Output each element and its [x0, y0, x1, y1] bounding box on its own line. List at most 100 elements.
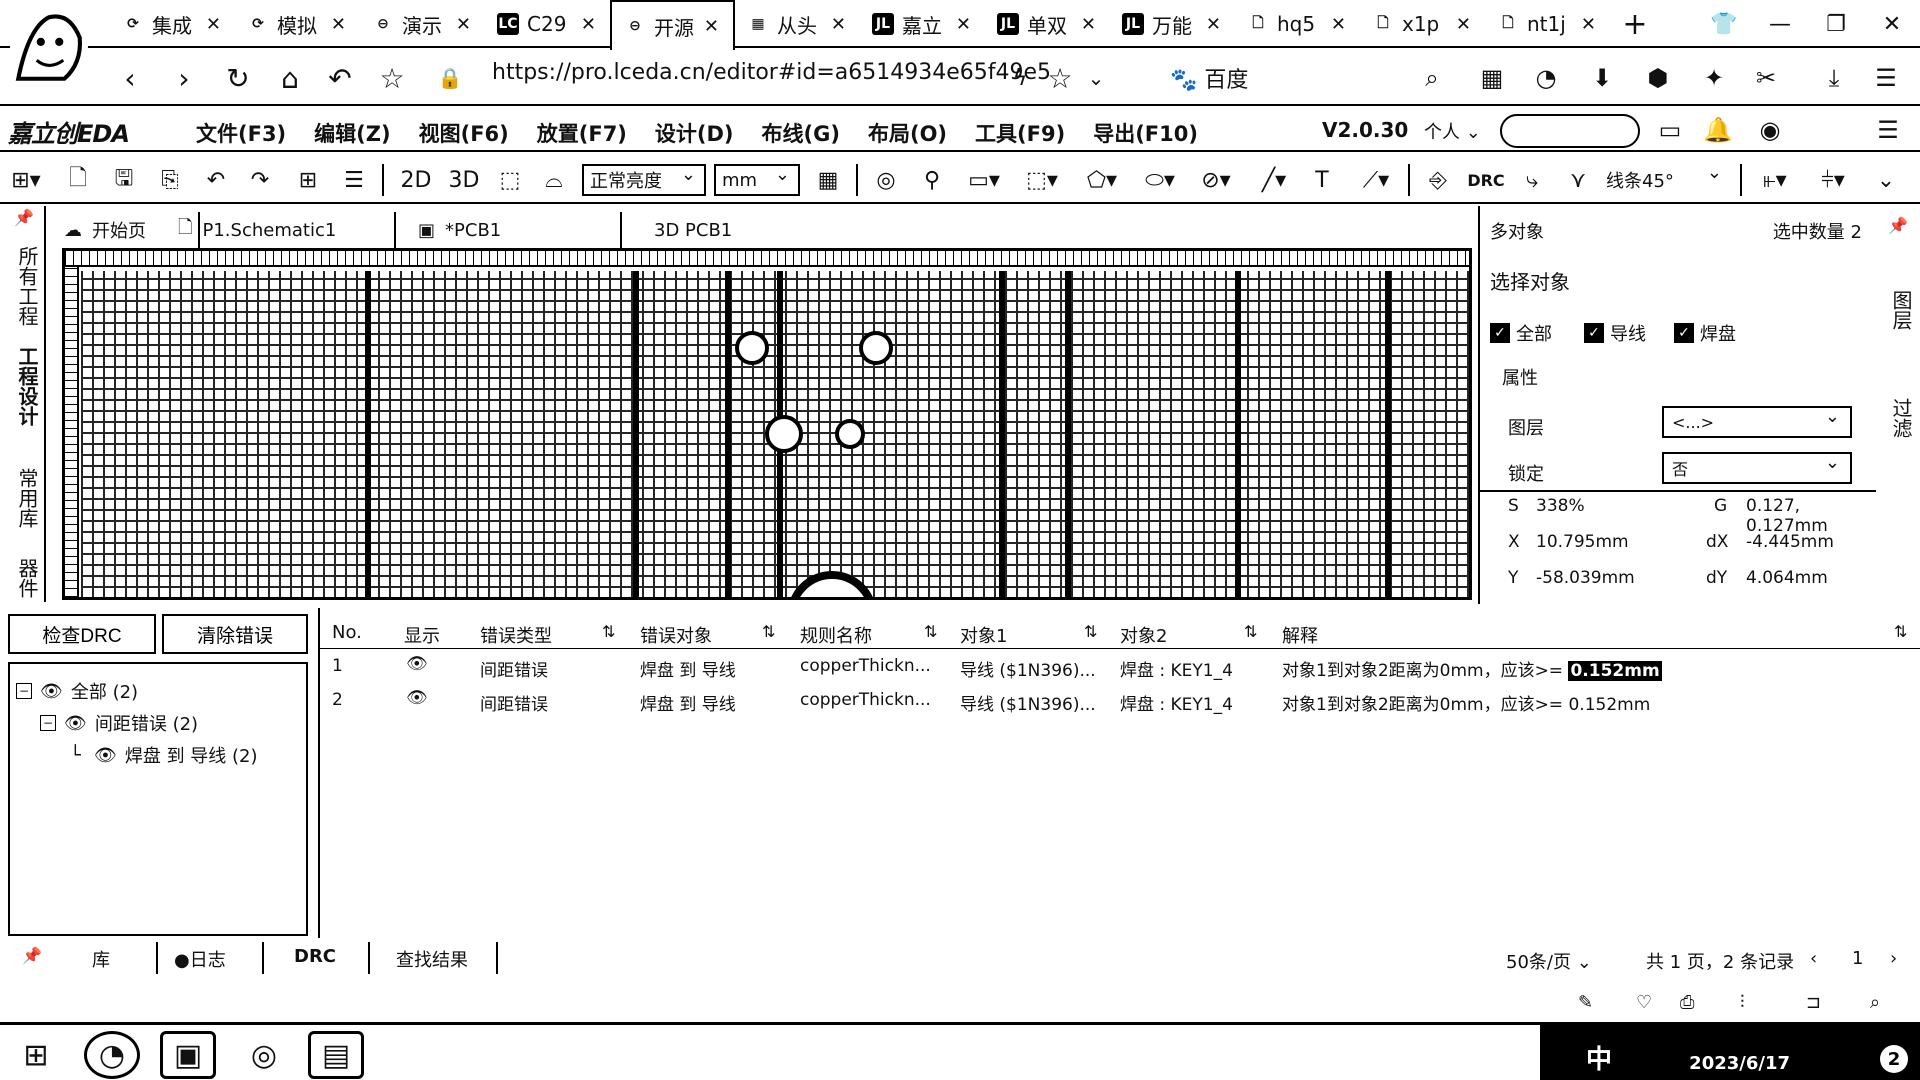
browser-tab[interactable]: ⊖演示✕	[360, 0, 485, 48]
apps-grid-icon[interactable]: ▦	[1480, 64, 1504, 92]
filter-all-checkbox[interactable]: ✓全部	[1490, 320, 1552, 346]
col-header-error-object[interactable]: 错误对象	[640, 626, 712, 647]
bottom-tab-drc[interactable]: DRC	[294, 946, 337, 967]
filter-pad-checkbox[interactable]: ✓焊盘	[1674, 320, 1736, 346]
open-file-icon[interactable]: 🗋	[69, 166, 87, 191]
rail-tab-filter[interactable]: 过滤	[1889, 398, 1913, 438]
view-3d-button[interactable]: 3D	[448, 167, 480, 193]
bottom-tab-log[interactable]: ●日志	[174, 946, 226, 972]
url-field[interactable]: https://pro.lceda.cn/editor#id=a6514934e…	[492, 60, 1052, 85]
menu-more-icon[interactable]: ☰	[1877, 116, 1899, 144]
clock-date[interactable]: 2023/6/17	[1689, 1053, 1790, 1074]
menu-item[interactable]: 视图(F6)	[418, 122, 509, 146]
monitor-icon[interactable]: ▭	[1658, 116, 1682, 144]
pcb-pad[interactable]	[835, 419, 865, 449]
grid-icon[interactable]: ▦	[817, 167, 839, 193]
doc-tab-schematic[interactable]: 🗋P1.Schematic1	[178, 212, 396, 248]
app-logo[interactable]: 嘉立创EDA	[8, 120, 130, 148]
sort-icon[interactable]: ⇅	[762, 622, 776, 641]
pin-panel-icon[interactable]: 📌	[1888, 216, 1908, 235]
collapse-icon[interactable]: −	[40, 715, 56, 731]
browser-tab[interactable]: 🗋hq5✕	[1235, 0, 1360, 48]
col-header-object2[interactable]: 对象2	[1120, 626, 1168, 647]
fit-icon[interactable]: ⊐	[1806, 992, 1822, 1013]
sort-icon[interactable]: ⇅	[1244, 622, 1258, 641]
menu-icon[interactable]: ☰	[1875, 64, 1897, 92]
rail-tab-common-lib[interactable]: 常用库	[15, 468, 39, 528]
diff-pair-icon[interactable]: ⋎	[1569, 167, 1587, 193]
via-icon[interactable]: ◎	[876, 167, 896, 193]
user-avatar-icon[interactable]: ◉	[1759, 116, 1781, 144]
col-header-rule-name[interactable]: 规则名称	[800, 626, 872, 647]
notification-icon[interactable]: 🔔	[1703, 116, 1733, 144]
close-tab-icon[interactable]: ✕	[1330, 13, 1346, 35]
lock-select[interactable]: 否	[1662, 452, 1852, 484]
menu-item[interactable]: 布线(G)	[761, 122, 840, 146]
restore-icon[interactable]: ❐	[1826, 11, 1846, 37]
new-tab-icon[interactable]: +	[1622, 6, 1648, 42]
layout-grid-icon[interactable]: ⊞	[298, 167, 318, 193]
eye-icon[interactable]: 👁	[406, 688, 428, 708]
brightness-select[interactable]: 正常亮度	[582, 164, 706, 196]
close-window-icon[interactable]: ✕	[1882, 11, 1902, 37]
search-engine[interactable]: 🐾 百度	[1170, 62, 1248, 94]
app-icon-window[interactable]: ▤	[308, 1031, 364, 1079]
back-icon[interactable]: ‹	[124, 61, 136, 95]
sort-icon[interactable]: ⇅	[602, 622, 616, 641]
bookmark-star-icon[interactable]: ☆	[379, 61, 405, 95]
undo-close-icon[interactable]: ↶	[328, 61, 352, 95]
polygon-icon[interactable]: ⬠▾	[1086, 167, 1118, 193]
zoom-area-icon[interactable]: ⬚	[499, 167, 521, 193]
menu-item[interactable]: 设计(D)	[654, 122, 734, 146]
forward-icon[interactable]: ›	[178, 61, 190, 95]
rail-tab-devices[interactable]: 器件	[15, 558, 39, 598]
home-icon[interactable]: ⌂	[281, 61, 299, 95]
menu-item[interactable]: 文件(F3)	[196, 122, 287, 146]
no-symbol-icon[interactable]: ⊘▾	[1201, 167, 1231, 193]
browser-tab[interactable]: 🗋x1p✕	[1360, 0, 1485, 48]
tree-node-all[interactable]: −👁全部 (2)	[16, 678, 138, 704]
close-tab-icon[interactable]: ✕	[1580, 13, 1596, 35]
close-tab-icon[interactable]: ✕	[1205, 13, 1221, 35]
distribute-icon[interactable]: ⫩▾	[1821, 167, 1845, 193]
bottom-tab-library[interactable]: 库	[92, 950, 110, 971]
col-header-error-type[interactable]: 错误类型	[480, 626, 552, 647]
unit-select[interactable]: mm	[714, 164, 800, 196]
reload-icon[interactable]: ↻	[226, 61, 250, 95]
heart-icon[interactable]: ♡	[1636, 992, 1653, 1013]
current-page[interactable]: 1	[1852, 948, 1864, 969]
shirt-icon[interactable]: 👕	[1710, 11, 1738, 37]
route-angle-select[interactable]: 线条45°	[1600, 162, 1730, 196]
chevron-down-icon[interactable]: ⌄	[1087, 66, 1105, 90]
line-icon[interactable]: ╱▾	[1261, 167, 1287, 193]
close-tab-icon[interactable]: ✕	[330, 13, 346, 35]
menu-item[interactable]: 工具(F9)	[975, 122, 1066, 146]
rail-tab-layers[interactable]: 图层	[1889, 290, 1913, 330]
app-icon-monitor[interactable]: ▣	[160, 1031, 216, 1079]
pencil-icon[interactable]: ✎	[1578, 992, 1594, 1013]
bottom-tab-find-results[interactable]: 查找结果	[396, 950, 468, 971]
close-tab-icon[interactable]: ✕	[955, 13, 971, 35]
sort-icon[interactable]: ⇅	[1084, 622, 1098, 641]
browser-tab[interactable]: ⊖开源✕	[610, 0, 735, 50]
measure-icon[interactable]: ⟋▾	[1362, 167, 1390, 193]
new-icon[interactable]: ⊞▾	[11, 167, 41, 193]
eye-icon[interactable]: 👁	[40, 680, 63, 702]
pin-panel-icon[interactable]: 📌	[14, 208, 34, 227]
rectangle-icon[interactable]: ▭▾	[968, 167, 1000, 193]
browser-tab[interactable]: 🗋nt1j✕	[1485, 0, 1610, 48]
scissors-icon[interactable]: ✂	[1755, 64, 1777, 92]
view-2d-button[interactable]: 2D	[400, 167, 432, 193]
menu-item[interactable]: 放置(F7)	[536, 122, 627, 146]
favorite-icon[interactable]: ☆	[1047, 61, 1073, 95]
tree-node-pad-to-wire[interactable]: └👁焊盘 到 导线 (2)	[70, 742, 258, 768]
prev-page-icon[interactable]: ‹	[1810, 948, 1818, 969]
zoom-icon[interactable]: ⌕	[1870, 992, 1881, 1013]
pcb-pad[interactable]	[765, 415, 803, 453]
col-header-object1[interactable]: 对象1	[960, 626, 1008, 647]
start-menu-icon[interactable]: ⊞	[23, 1037, 49, 1073]
browser-tab[interactable]: ⟳集成✕	[110, 0, 235, 48]
filter-wire-checkbox[interactable]: ✓导线	[1584, 320, 1646, 346]
